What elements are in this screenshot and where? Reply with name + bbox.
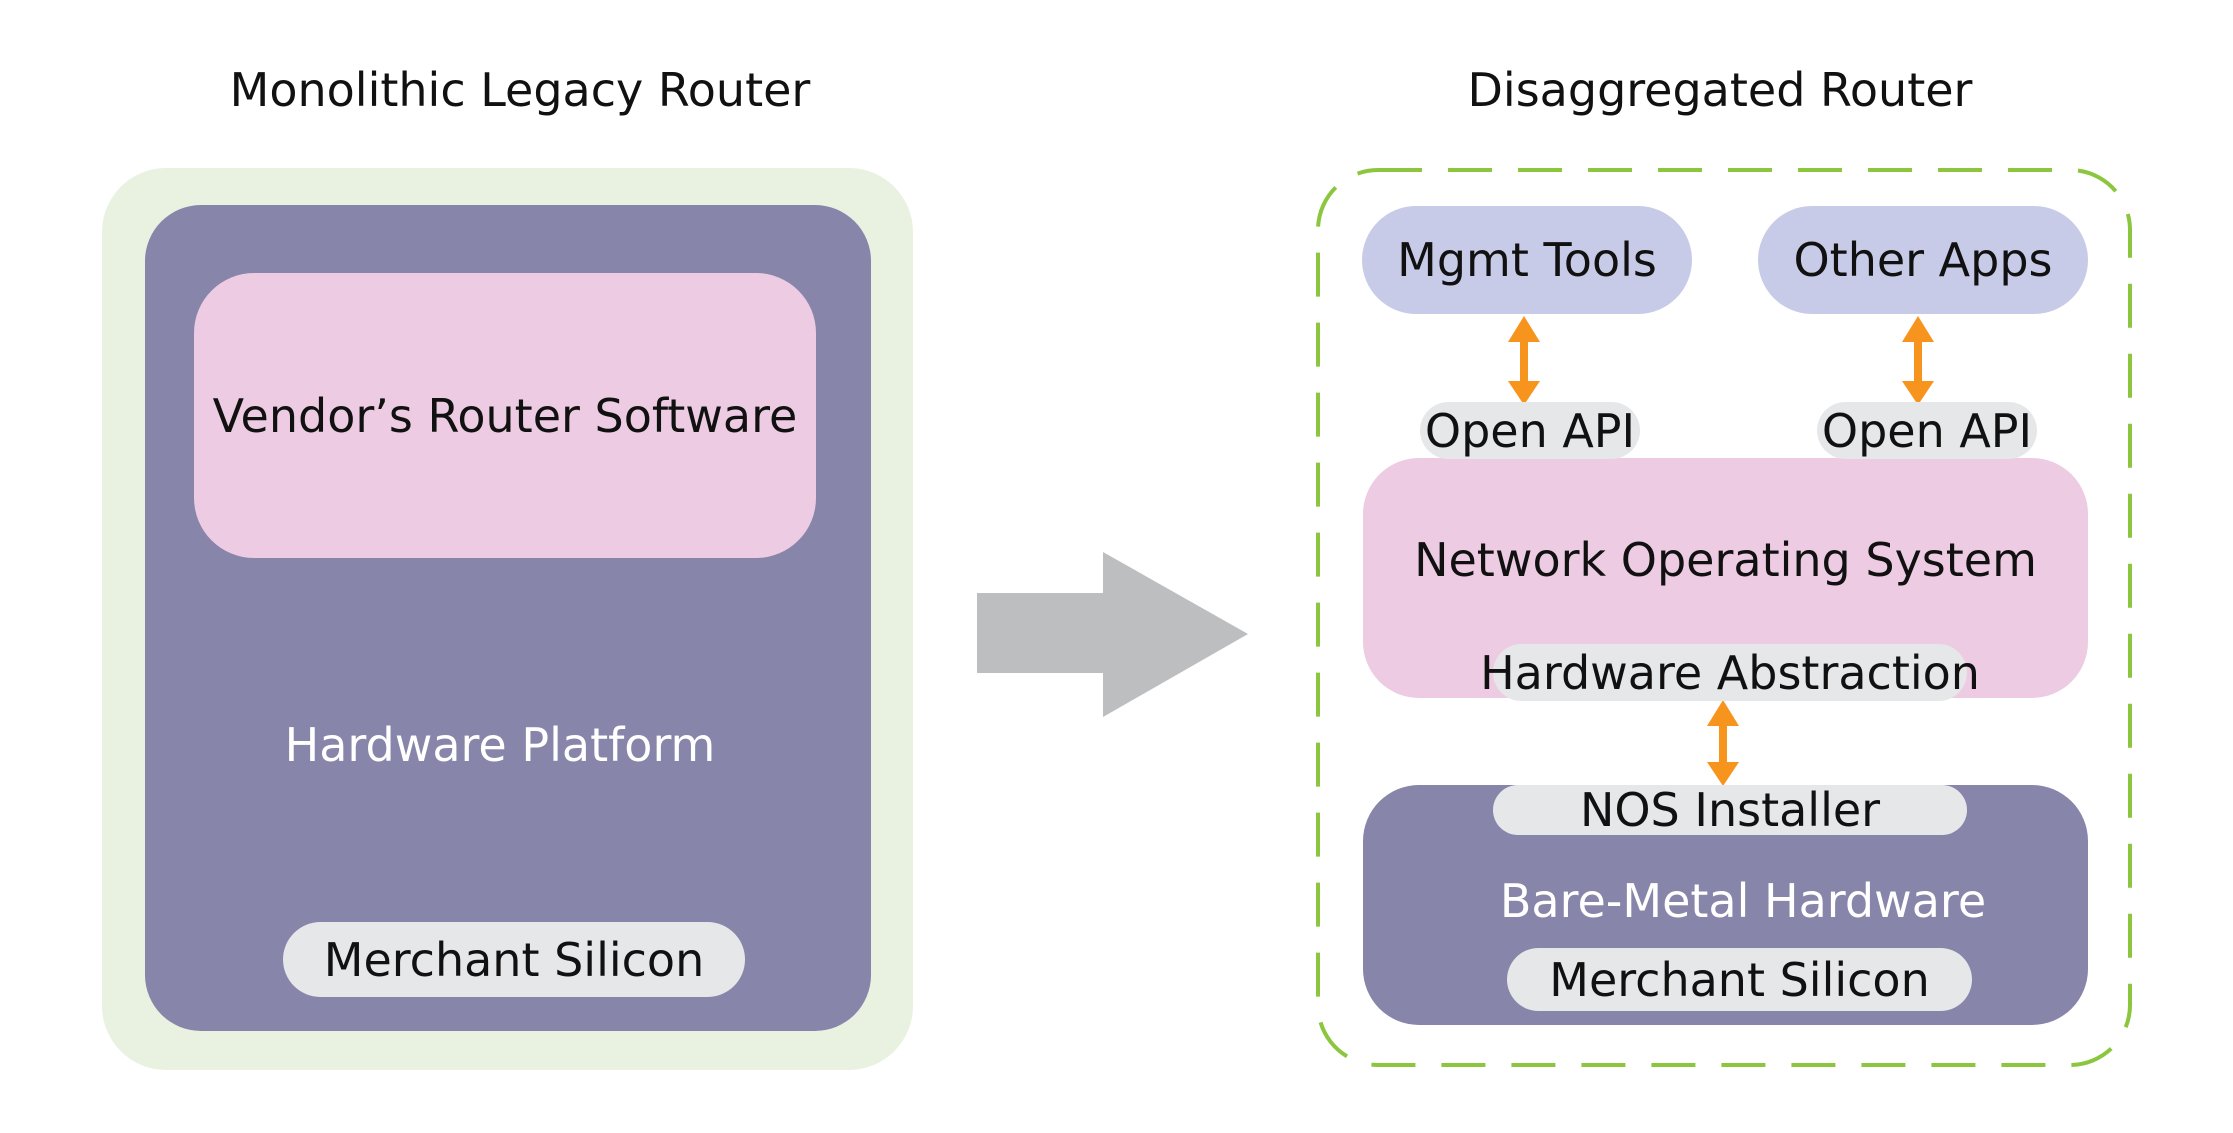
legacy-router-title: Monolithic Legacy Router — [229, 63, 811, 117]
nos-installer-connector-arrow — [1707, 700, 1739, 786]
open-api-pill-left: Open API — [1420, 402, 1640, 459]
legacy-merchant-silicon-pill: Merchant Silicon — [283, 922, 745, 997]
mgmt-tools-block: Mgmt Tools — [1362, 206, 1692, 314]
vendor-router-software-block: Vendor’s Router Software — [194, 273, 816, 558]
nos-installer-pill: NOS Installer — [1493, 783, 1967, 837]
bare-metal-hardware-label: Bare-Metal Hardware — [1499, 874, 1987, 928]
open-api-pill-right: Open API — [1817, 402, 2037, 459]
network-operating-system-label: Network Operating System — [1414, 533, 2037, 587]
other-apps-block: Other Apps — [1758, 206, 2088, 314]
hardware-abstraction-pill: Hardware Abstraction — [1480, 644, 1980, 701]
hardware-platform-label: Hardware Platform — [284, 718, 716, 772]
other-apps-connector-arrow — [1902, 316, 1934, 405]
disaggregated-router-title: Disaggregated Router — [1467, 63, 1973, 117]
disaggregated-router-dashed-border — [1316, 168, 2132, 1067]
mgmt-tools-connector-arrow — [1508, 316, 1540, 405]
transition-arrow — [977, 552, 1248, 717]
disaggregated-merchant-silicon-pill: Merchant Silicon — [1507, 948, 1972, 1011]
